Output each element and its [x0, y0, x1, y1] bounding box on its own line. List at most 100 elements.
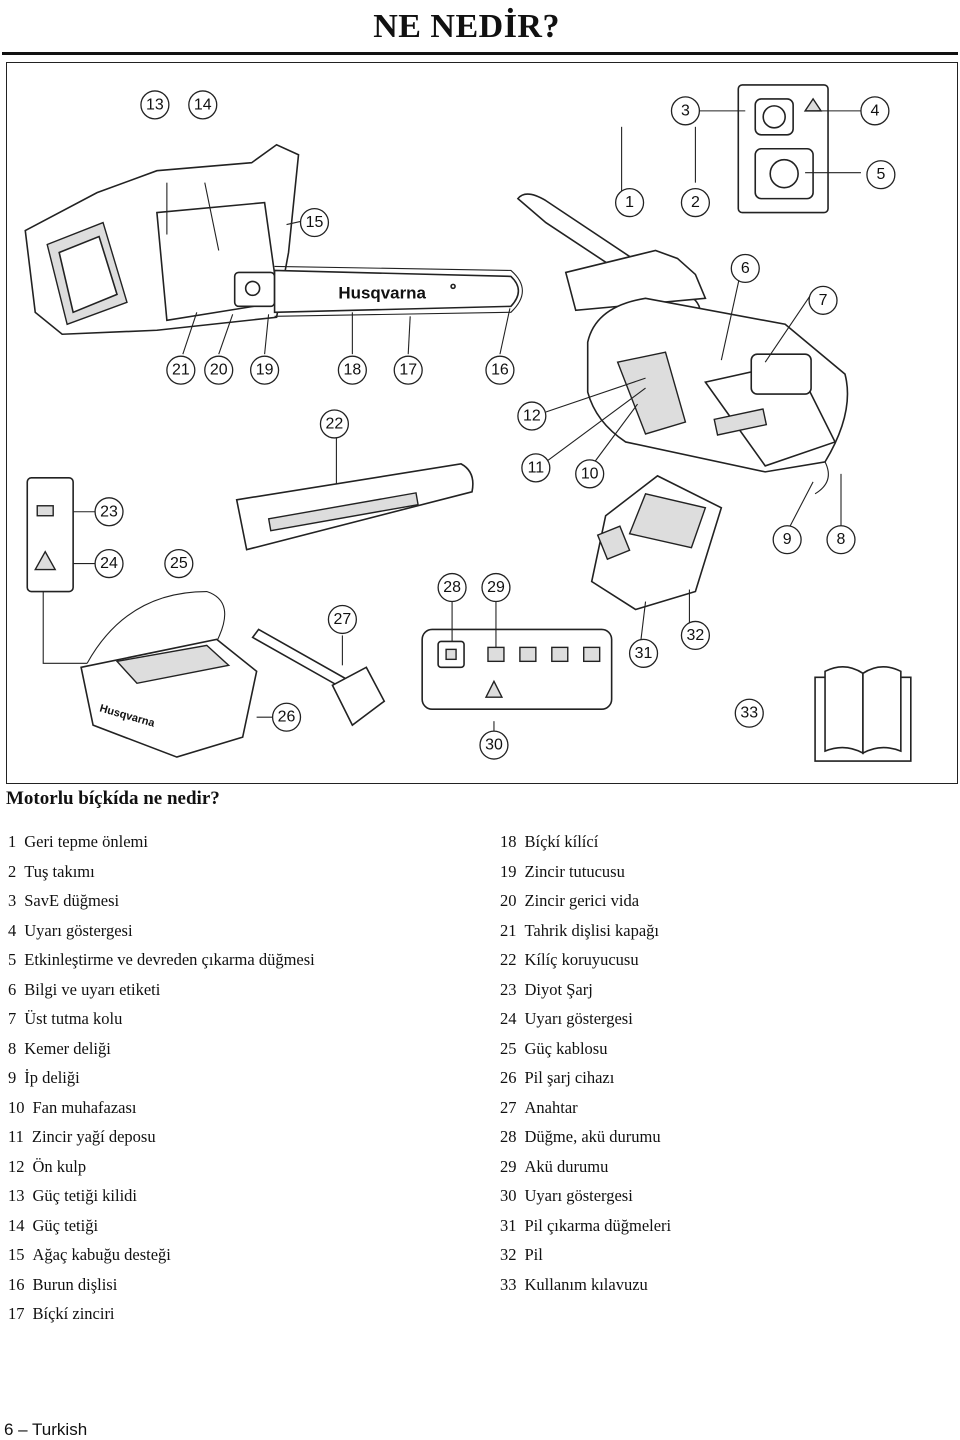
svg-text:25: 25	[170, 555, 188, 572]
svg-text:13: 13	[146, 96, 164, 113]
legend-item-number: 31	[500, 1215, 517, 1235]
callout-2: 2	[680, 188, 711, 218]
callout-9: 9	[772, 525, 802, 555]
legend-item: 28 Düğme, akü durumu	[500, 1127, 671, 1157]
top-handle-chainsaw-illustration	[516, 126, 849, 532]
svg-text:11: 11	[528, 459, 545, 476]
callout-15: 15	[299, 207, 330, 238]
callout-11: 11	[521, 453, 551, 483]
callout-22: 22	[319, 409, 350, 439]
callout-3: 3	[670, 96, 701, 126]
callout-29: 29	[481, 572, 511, 603]
legend-item-label: Tahrik dişlisi kapağı	[524, 920, 660, 940]
legend-item-number: 6	[8, 979, 17, 999]
legend-item-label: Üst tutma kolu	[24, 1009, 123, 1028]
page-footer: 6 – Turkish	[4, 1420, 88, 1439]
svg-text:27: 27	[334, 611, 352, 628]
legend-item-number: 23	[500, 979, 517, 999]
callout-8: 8	[826, 525, 856, 555]
title-divider	[2, 52, 958, 55]
legend-item-label: Düğme, akü durumu	[524, 1127, 661, 1146]
legend-item-number: 29	[500, 1156, 517, 1176]
callout-33: 33	[734, 698, 764, 728]
callout-12: 12	[517, 401, 547, 431]
legend-item-number: 32	[500, 1245, 517, 1264]
callout-18: 18	[337, 355, 367, 385]
legend-item: 12 Ön kulp	[8, 1157, 315, 1187]
legend-item-label: Bíçkí zinciri	[32, 1304, 115, 1323]
legend-item-number: 16	[8, 1274, 25, 1294]
legend-item-label: Bilgi ve uyarı etiketi	[24, 979, 161, 999]
legend-item-label: Zincir tutucusu	[524, 861, 625, 881]
svg-text:4: 4	[870, 102, 879, 119]
callout-20: 20	[204, 355, 234, 385]
callout-26: 26	[271, 702, 302, 732]
legend-item: 2 Tuş takımı	[8, 862, 315, 892]
legend-item-label: Güç tetiği kilidi	[32, 1186, 138, 1205]
legend-item-number: 2	[8, 861, 17, 881]
keypad-panel-illustration	[695, 84, 861, 214]
svg-text:16: 16	[491, 362, 509, 379]
legend-item-number: 4	[8, 920, 17, 940]
legend-item-label: Fan muhafazası	[32, 1097, 137, 1117]
legend-item-number: 12	[8, 1156, 25, 1176]
legend-item-label: Tuş takımı	[24, 861, 95, 881]
svg-text:30: 30	[485, 737, 503, 754]
callout-17: 17	[393, 355, 423, 385]
callout-24: 24	[94, 549, 124, 579]
callout-4: 4	[860, 96, 890, 126]
svg-text:32: 32	[687, 627, 705, 644]
legend-item-number: 20	[500, 891, 517, 910]
legend-item-number: 14	[8, 1215, 25, 1235]
svg-text:21: 21	[172, 362, 190, 379]
callout-27: 27	[327, 604, 357, 635]
callout-6: 6	[730, 253, 760, 284]
callout-1: 1	[614, 188, 645, 218]
svg-text:6: 6	[741, 260, 750, 277]
page-title: NE NEDİR?	[373, 8, 560, 45]
battery-illustration	[590, 474, 723, 652]
svg-text:33: 33	[740, 705, 758, 722]
svg-text:1: 1	[625, 194, 634, 211]
legend-item-label: Pil şarj cihazı	[524, 1068, 615, 1087]
callout-5: 5	[866, 160, 896, 190]
svg-text:5: 5	[876, 166, 885, 183]
svg-text:20: 20	[210, 362, 228, 379]
legend-item-label: Güç kablosu	[524, 1038, 608, 1058]
legend-item-label: Güç tetiği	[32, 1215, 99, 1235]
legend-item-label: Zincir yağí deposu	[31, 1127, 156, 1146]
legend-item-number: 15	[8, 1245, 25, 1264]
legend-item-number: 28	[500, 1127, 517, 1146]
callout-25: 25	[164, 549, 194, 579]
bar-brand-text: Husqvarna	[338, 283, 426, 302]
callout-30: 30	[479, 730, 509, 760]
legend-item-label: Pil	[524, 1245, 543, 1264]
legend-item: 14 Güç tetiği	[8, 1216, 315, 1246]
legend-item-label: Ön kulp	[32, 1156, 87, 1176]
callout-19: 19	[249, 355, 280, 385]
svg-text:18: 18	[343, 362, 361, 379]
parts-illustration: Husqvarna	[24, 84, 912, 762]
legend-item: 6 Bilgi ve uyarı etiketi	[8, 980, 315, 1010]
legend-item-label: Diyot Şarj	[524, 979, 593, 999]
svg-text:29: 29	[487, 579, 505, 596]
legend-item-number: 22	[500, 950, 517, 969]
callout-16: 16	[485, 355, 515, 385]
legend-item-label: Anahtar	[524, 1097, 578, 1117]
